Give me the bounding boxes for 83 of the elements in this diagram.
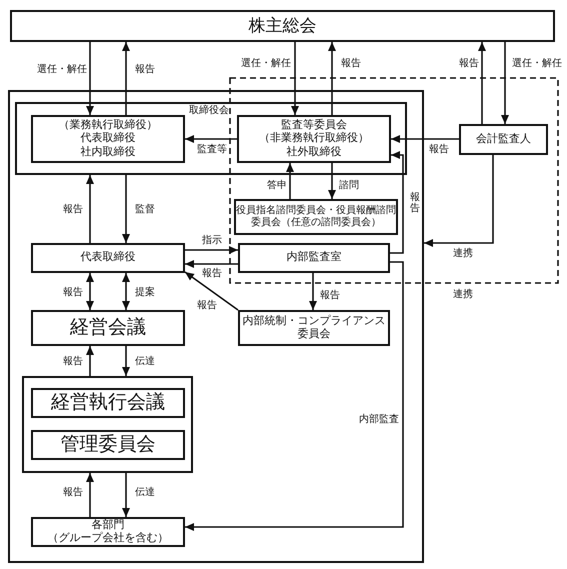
- node-text: 経営会議: [70, 316, 146, 340]
- arrow: [391, 135, 459, 143]
- board-box: [15, 102, 407, 175]
- org-box: [31, 517, 185, 547]
- edge-label: 選任・解任: [511, 58, 563, 69]
- edge-label: 伝達: [134, 356, 156, 367]
- edge-label: 報告: [409, 192, 421, 214]
- arrow: [122, 42, 130, 115]
- arrow: [390, 151, 404, 254]
- arrow: [122, 273, 130, 310]
- node-text: 社内取締役: [80, 146, 136, 159]
- node-text: （グループ会社を含む）: [48, 532, 168, 546]
- note-label: 連携: [452, 289, 474, 300]
- org-box: [31, 115, 185, 163]
- committee-group-box: [22, 376, 193, 473]
- edge-label: 報告: [319, 290, 341, 301]
- node-text: 代表取締役: [80, 251, 136, 265]
- node-text: 会計監査人: [476, 132, 531, 146]
- meeting-box: [10, 10, 555, 42]
- node-text: 社外取締役: [286, 146, 342, 159]
- edge-label: 報告: [62, 487, 84, 498]
- arrow: [86, 273, 94, 310]
- edge-label: 報告: [62, 204, 84, 215]
- node-text: （業務執行取締役）: [58, 119, 158, 132]
- edge-label: 指示: [201, 235, 223, 246]
- node-text: 内部監査室: [286, 251, 342, 265]
- arrow: [122, 175, 130, 243]
- node-text: 役員指名諮問委員会・役員報酬諮問委員会（任意の諮問委員会）: [236, 205, 396, 229]
- arrow: [328, 163, 336, 199]
- arrow: [478, 42, 486, 124]
- arrow: [86, 42, 94, 115]
- edge-label: 諮問: [338, 180, 360, 191]
- arrow: [122, 346, 130, 376]
- edge-label: 報告: [134, 64, 156, 75]
- arrow: [185, 246, 238, 254]
- edge-label: 伝達: [134, 487, 156, 498]
- node-text: 各部門: [92, 518, 124, 532]
- arrow: [184, 271, 238, 311]
- edge-label: 監督: [134, 204, 156, 215]
- edge-label: 監査等: [196, 144, 228, 155]
- arrow: [286, 163, 294, 199]
- edge-label: 提案: [134, 287, 156, 298]
- arrow: [185, 135, 237, 143]
- org-box: [237, 115, 391, 163]
- arrow: [86, 175, 94, 243]
- node-text: 内部統制・コンプライアンス委員会: [242, 314, 386, 342]
- arrow: [424, 155, 494, 247]
- org-box: [31, 430, 185, 460]
- edge-label: 報告: [340, 58, 362, 69]
- edge-label: 内部監査: [358, 414, 400, 425]
- node-text: （非業務執行取締役）: [259, 132, 369, 146]
- org-box: [31, 310, 185, 346]
- arrow: [86, 473, 94, 517]
- org-box: [31, 388, 185, 418]
- node-text: 株主総会: [248, 16, 316, 36]
- edge-label: 連携: [452, 248, 474, 259]
- arrow: [291, 42, 299, 115]
- org-box: [459, 124, 548, 155]
- arrow: [122, 473, 130, 517]
- edge-label: 選任・解任: [240, 58, 292, 69]
- arrow: [501, 42, 509, 124]
- org-box: [234, 199, 398, 235]
- edge-label: 報告: [196, 300, 218, 311]
- edge-label: 報告: [201, 268, 223, 279]
- edge-label: 報告: [62, 287, 84, 298]
- arrow: [328, 42, 336, 115]
- arrow: [86, 346, 94, 376]
- node-text: 監査等委員会: [281, 119, 347, 132]
- edge-label: 報告: [428, 144, 450, 155]
- arrow: [185, 261, 404, 531]
- org-box: [31, 243, 185, 273]
- edge-label: 答申: [266, 180, 288, 191]
- node-text: 経営執行会議: [51, 392, 165, 414]
- company-boundary-box: [8, 90, 424, 563]
- node-text: 代表取締役: [80, 132, 136, 146]
- arrow: [309, 273, 317, 310]
- org-box: [238, 243, 390, 273]
- edge-label: 報告: [62, 356, 84, 367]
- node-text: 取締役会: [189, 105, 229, 117]
- edge-label: 報告: [458, 58, 480, 69]
- edge-label: 選任・解任: [36, 64, 88, 75]
- arrow: [185, 260, 238, 268]
- node-text: 管理委員会: [60, 434, 156, 456]
